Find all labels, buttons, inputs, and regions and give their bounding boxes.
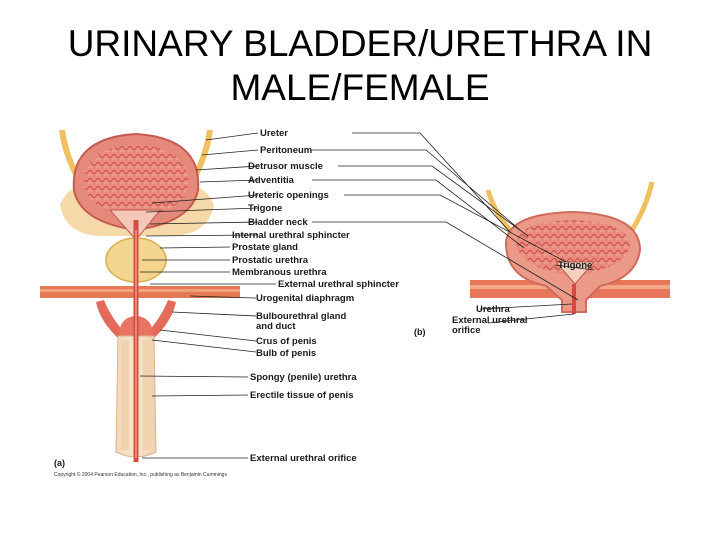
label-urogenital-diaphragm: Urogenital diaphragm	[256, 293, 354, 304]
erectile-tissue-left	[121, 340, 129, 450]
label-internal-urethral-sphincter: Internal urethral sphincter	[232, 230, 350, 241]
label-prostatic-urethra: Prostatic urethra	[232, 255, 309, 266]
label-bladder-neck: Bladder neck	[248, 217, 308, 228]
label-crus-of-penis: Crus of penis	[256, 336, 317, 347]
panel-b-tag: (b)	[414, 327, 426, 337]
female-bladder-lumen	[516, 220, 630, 276]
erectile-tissue-right	[143, 340, 151, 450]
label-adventitia: Adventitia	[248, 175, 295, 186]
panel-a-tag: (a)	[54, 458, 65, 468]
label-bulb-of-penis: Bulb of penis	[256, 348, 316, 359]
label-trigone: Trigone	[248, 203, 282, 214]
label-female-urethra: Urethra	[476, 304, 511, 315]
female-trigone	[554, 261, 596, 285]
female-anatomy	[470, 181, 670, 314]
label-ureteric-openings: Ureteric openings	[248, 190, 329, 201]
label-peritoneum: Peritoneum	[260, 145, 312, 156]
leader-lines	[139, 132, 595, 459]
label-female-trigone: Trigone	[558, 260, 592, 271]
label-erectile-tissue: Erectile tissue of penis	[250, 390, 353, 401]
female-ureter-left	[485, 189, 512, 232]
label-external-urethral-sphincter: External urethral sphincter	[278, 279, 399, 290]
label-bulbourethral-gland: Bulbourethral gland	[256, 311, 346, 322]
label-bulbourethral-duct: and duct	[256, 321, 296, 332]
female-ureter-right	[629, 181, 655, 232]
title-line-1: URINARY BLADDER/URETHRA IN	[67, 23, 653, 64]
title-line-2: MALE/FEMALE	[230, 67, 490, 108]
male-bladder-lumen	[83, 144, 189, 218]
copyright-line: Copyright © 2004 Pearson Education, Inc.…	[54, 471, 227, 478]
label-female-orifice-line2: orifice	[452, 325, 481, 336]
diaphragm-highlight	[40, 289, 240, 292]
slide-title: URINARY BLADDER/URETHRA IN MALE/FEMALE	[0, 22, 720, 110]
label-female-orifice-line1: External urethral	[452, 315, 528, 326]
label-detrusor-muscle: Detrusor muscle	[248, 161, 323, 172]
label-membranous-urethra: Membranous urethra	[232, 267, 327, 278]
male-anatomy	[40, 129, 240, 462]
label-external-urethral-orifice: External urethral orifice	[250, 453, 357, 464]
diagram-labels: Ureter Peritoneum Detrusor muscle Advent…	[54, 128, 592, 478]
label-prostate-gland: Prostate gland	[232, 242, 298, 253]
label-ureter: Ureter	[260, 128, 288, 139]
label-spongy-urethra: Spongy (penile) urethra	[250, 372, 357, 383]
